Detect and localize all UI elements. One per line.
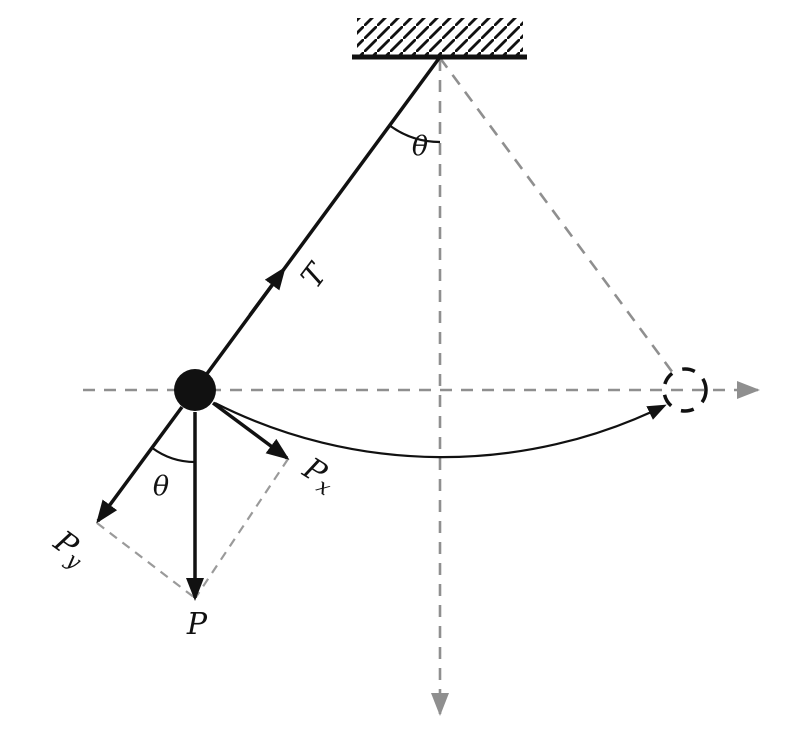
- parallelogram-edge-from-py: [96, 522, 196, 599]
- parallelogram-edge-from-px: [195, 458, 289, 598]
- swing-arc: [214, 402, 667, 459]
- angle-arc-bottom: [151, 447, 196, 464]
- tension-arrow: [248, 266, 286, 317]
- angle-bottom-label: θ: [153, 471, 169, 502]
- ceiling-hatch: [357, 18, 523, 55]
- displaced-rod-dashed: [438, 57, 675, 374]
- angle-top-label: θ: [412, 131, 428, 162]
- pendulum-bob: [174, 369, 216, 411]
- component-x-arrow: [211, 401, 290, 460]
- component-y-arrow: [96, 405, 184, 524]
- ghost-bob-dashed-circle: [662, 367, 708, 413]
- pendulum-rod: [193, 55, 442, 392]
- component-y-label: Py: [45, 524, 95, 575]
- weight-label: P: [186, 607, 208, 642]
- component-x-label: Px: [294, 451, 342, 501]
- angle-arc-top: [388, 124, 441, 144]
- tension-label: T: [294, 256, 335, 295]
